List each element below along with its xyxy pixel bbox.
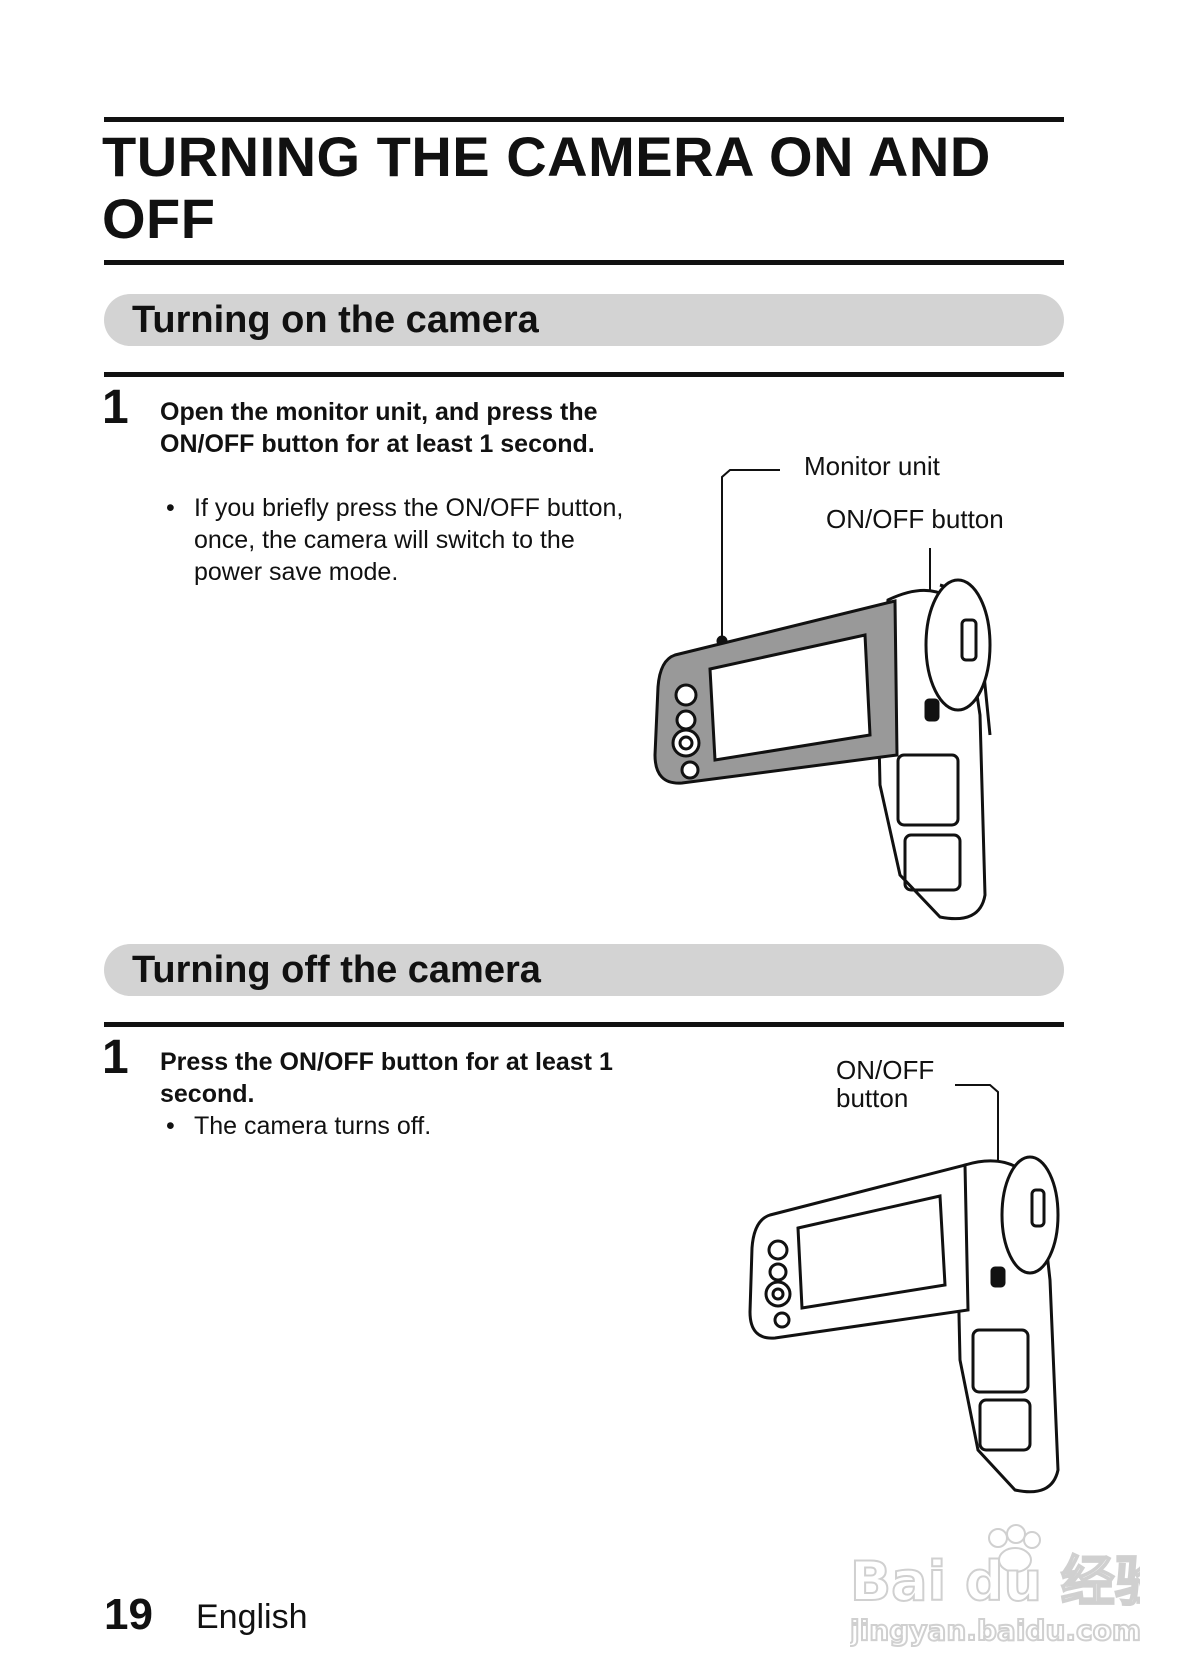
bullet-icon: • <box>166 1112 175 1140</box>
section-heading-text: Turning off the camera <box>132 949 541 991</box>
footer-language: English <box>196 1598 308 1636</box>
paw-icon <box>988 1524 1041 1573</box>
step-rule <box>104 1022 1064 1027</box>
step-note-text: If you briefly press the ON/OFF button, … <box>194 494 624 586</box>
step-number: 1 <box>102 1031 129 1084</box>
page-title: TURNING THE CAMERA ON AND OFF <box>102 125 991 250</box>
baidu-watermark-logo: Bai du 经验 jingyan.baidu.com <box>850 1524 1140 1648</box>
label-on-off-line1: ON/OFF <box>836 1055 935 1085</box>
page-number: 19 <box>104 1590 153 1639</box>
step-rule <box>104 372 1064 377</box>
watermark-brand: Bai du 经验 <box>850 1550 1140 1613</box>
label-on-off-line2: button <box>836 1083 909 1113</box>
step-instruction: Press the ON/OFF button for at least 1 s… <box>160 1048 613 1108</box>
step-note: • The camera turns off. <box>166 1110 634 1142</box>
label-monitor-unit: Monitor unit <box>804 451 940 481</box>
label-on-off-button: ON/OFF button <box>826 504 1004 534</box>
section-heading-turning-off: Turning off the camera <box>104 944 1064 996</box>
title-bottom-rule <box>104 260 1064 265</box>
step-note-text: The camera turns off. <box>194 1112 432 1140</box>
camera-close-illustration <box>748 1084 1060 1494</box>
step-number: 1 <box>102 381 129 434</box>
bullet-icon: • <box>166 494 175 522</box>
section-heading-turning-on: Turning on the camera <box>104 294 1064 346</box>
step-instruction: Open the monitor unit, and press the ON/… <box>160 398 598 458</box>
camera-open-illustration <box>653 469 992 921</box>
step-note: • If you briefly press the ON/OFF button… <box>166 492 634 588</box>
watermark-url: jingyan.baidu.com <box>850 1614 1140 1647</box>
section-heading-text: Turning on the camera <box>132 299 539 341</box>
title-top-rule <box>104 117 1064 122</box>
